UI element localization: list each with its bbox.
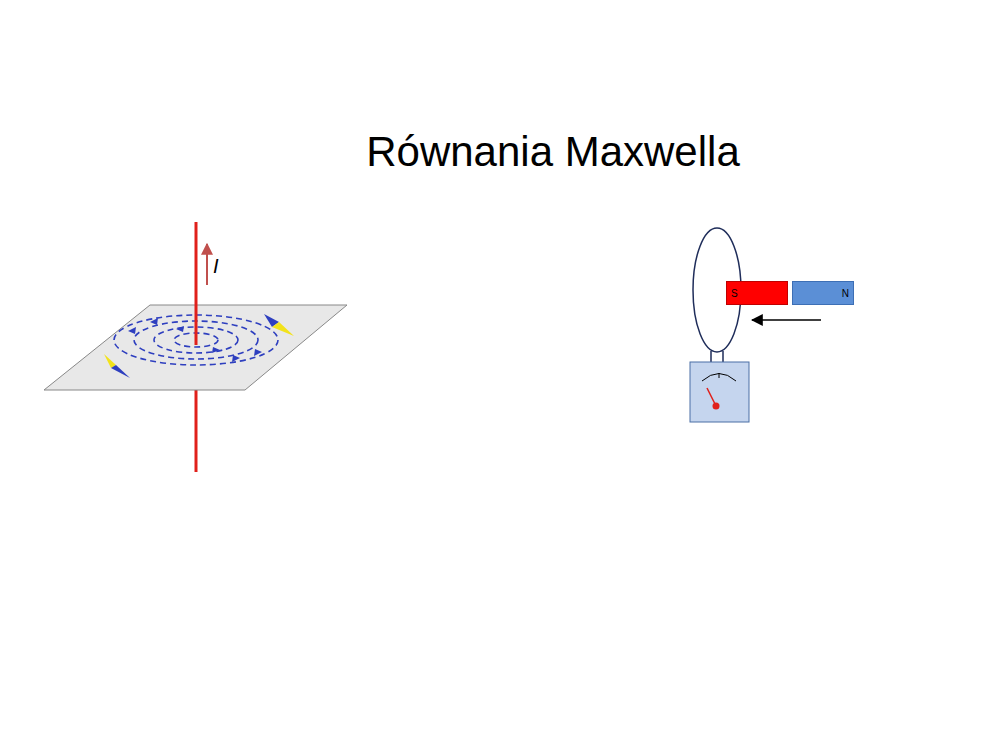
meter-pivot xyxy=(713,403,720,410)
motion-arrow xyxy=(752,319,821,321)
loop-leads xyxy=(711,351,723,362)
compass-needle xyxy=(264,314,294,336)
meter-tick xyxy=(719,373,720,378)
wire-loop xyxy=(693,228,741,352)
pole-letter: N xyxy=(842,289,849,299)
magnet-pole: N xyxy=(792,281,854,305)
current-label: I xyxy=(213,255,219,278)
galvanometer xyxy=(690,362,749,422)
wire xyxy=(195,222,198,345)
wire xyxy=(195,390,198,472)
magnet-pole: S xyxy=(726,281,788,305)
compass-needle xyxy=(104,354,130,378)
title: Równania Maxwella xyxy=(366,128,740,176)
meter-scale xyxy=(702,374,736,382)
pole-letter: S xyxy=(731,289,738,299)
current-arrow xyxy=(206,244,208,285)
